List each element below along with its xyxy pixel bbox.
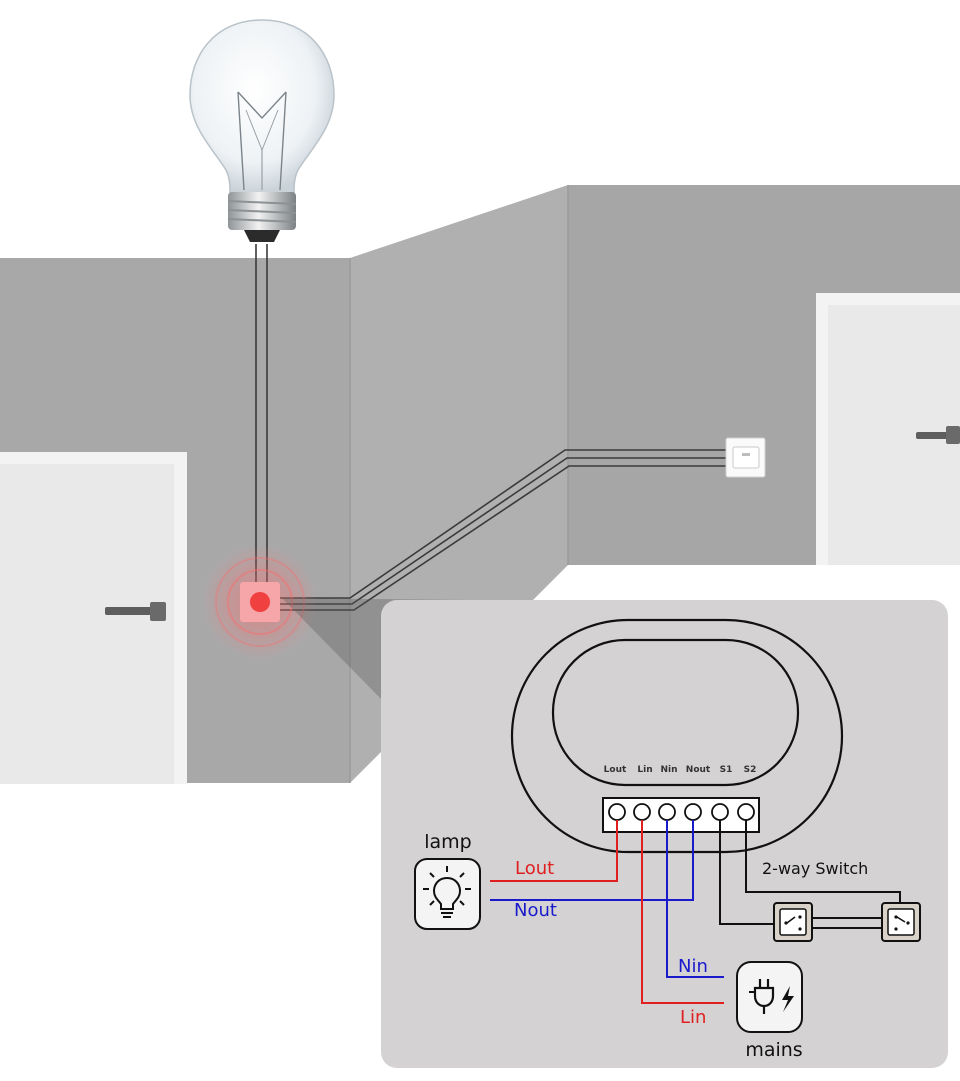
wire-lout	[490, 820, 618, 882]
wire-lin	[641, 820, 724, 1004]
wire-label-lin: Lin	[680, 1007, 706, 1028]
lamp-label: lamp	[424, 831, 472, 853]
light-bulb	[189, 19, 335, 242]
terminal-block	[602, 797, 760, 833]
terminal-nout	[684, 803, 702, 821]
wire-nin	[666, 820, 724, 978]
wire-nout	[490, 820, 694, 901]
terminal-s2	[737, 803, 755, 821]
wire-s1	[719, 820, 774, 925]
wiring-panel: Lout Lin Nin Nout S1 S2	[381, 600, 948, 1068]
terminal-label-nout: Nout	[686, 765, 711, 775]
left-door	[0, 452, 187, 784]
terminal-label-s2: S2	[744, 765, 757, 775]
ceiling-wires	[255, 244, 268, 598]
terminal-lin	[633, 803, 651, 821]
right-door	[816, 293, 960, 565]
wires	[490, 820, 901, 1004]
plug-bolt-icon	[736, 961, 803, 1033]
wire-label-nin: Nin	[678, 956, 708, 977]
wire-label-nout: Nout	[514, 900, 557, 921]
lightbulb-icon	[414, 858, 481, 930]
terminal-label-nin: Nin	[660, 765, 677, 775]
wall-switch	[725, 437, 766, 478]
terminal-label-lin: Lin	[637, 765, 652, 775]
smart-module	[510, 618, 844, 854]
terminal-label-s1: S1	[720, 765, 733, 775]
terminal-lout	[608, 803, 626, 821]
terminal-nin	[658, 803, 676, 821]
module-location-indicator	[202, 544, 318, 660]
rocker-switch-icon	[773, 902, 921, 942]
mains-label: mains	[745, 1039, 802, 1061]
wire-s2	[745, 820, 901, 902]
terminal-s1	[711, 803, 729, 821]
wire-label-lout: Lout	[515, 858, 554, 879]
terminal-labels: Lout Lin Nin Nout S1 S2	[604, 765, 757, 775]
terminal-label-lout: Lout	[604, 765, 627, 775]
switch-label: 2-way Switch	[762, 859, 868, 878]
